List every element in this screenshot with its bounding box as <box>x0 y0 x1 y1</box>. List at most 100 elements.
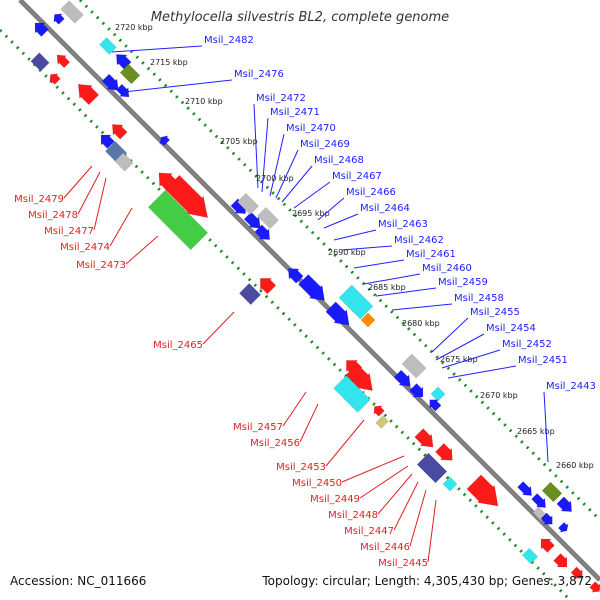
forward-gene-label[interactable]: Msil_2454 <box>486 323 536 334</box>
gene-shape <box>243 211 261 229</box>
gene-feature <box>540 512 553 525</box>
forward-gene-label[interactable]: Msil_2463 <box>378 219 428 230</box>
gene-shape <box>325 301 350 326</box>
gene-feature <box>393 369 411 387</box>
forward-gene-label[interactable]: Msil_2467 <box>332 171 382 182</box>
forward-label-leader <box>431 317 469 353</box>
reverse-gene-label[interactable]: Msil_2446 <box>360 542 410 553</box>
forward-gene-label[interactable]: Msil_2472 <box>256 93 306 104</box>
gene-shape <box>237 193 259 215</box>
gene-feature <box>557 521 569 533</box>
forward-gene-label[interactable]: Msil_2482 <box>204 35 254 46</box>
forward-gene-label[interactable]: Msil_2466 <box>346 187 396 198</box>
gene-shape <box>56 54 71 69</box>
gene-feature <box>517 481 532 496</box>
gene-shape <box>147 189 209 251</box>
gene-shape <box>521 547 539 565</box>
gene-feature <box>373 405 385 417</box>
forward-label-leader <box>253 103 259 189</box>
reverse-gene-labels: Msil_2479Msil_2478Msil_2477Msil_2474Msil… <box>14 165 437 569</box>
gene-feature <box>100 134 115 149</box>
reverse-gene-label[interactable]: Msil_2445 <box>378 558 428 569</box>
scale-tick-label: 2660 kbp <box>556 461 594 470</box>
forward-gene-label[interactable]: Msil_2464 <box>360 203 410 214</box>
gene-feature <box>430 386 446 402</box>
gene-feature <box>260 278 277 295</box>
reverse-gene-label[interactable]: Msil_2456 <box>250 438 300 449</box>
forward-label-leader <box>447 365 517 379</box>
forward-gene-label[interactable]: Msil_2460 <box>422 263 472 274</box>
forward-gene-label[interactable]: Msil_2462 <box>394 235 444 246</box>
gene-feature <box>56 54 71 69</box>
gene-shape <box>375 415 389 429</box>
gene-shape <box>119 63 141 85</box>
gene-feature <box>414 428 434 448</box>
gene-feature <box>401 353 427 379</box>
gene-feature <box>30 52 50 72</box>
gene-feature <box>333 375 371 413</box>
forward-gene-label[interactable]: Msil_2476 <box>234 69 284 80</box>
reverse-gene-label[interactable]: Msil_2474 <box>60 242 110 253</box>
forward-gene-label[interactable]: Msil_2469 <box>300 139 350 150</box>
gene-shape <box>115 83 130 98</box>
scale-tick-label: 2715 kbp <box>150 58 188 67</box>
reverse-gene-label[interactable]: Msil_2448 <box>328 510 378 521</box>
reverse-gene-label[interactable]: Msil_2478 <box>28 210 78 221</box>
reverse-gene-label[interactable]: Msil_2473 <box>76 260 126 271</box>
gene-feature <box>147 189 209 251</box>
gene-shape <box>159 135 171 147</box>
forward-label-leader <box>341 245 393 251</box>
upper-guide-line <box>78 0 600 522</box>
reverse-label-leader <box>202 311 235 345</box>
forward-gene-label[interactable]: Msil_2461 <box>406 249 456 260</box>
forward-gene-label[interactable]: Msil_2468 <box>314 155 364 166</box>
forward-gene-label[interactable]: Msil_2443 <box>546 381 596 392</box>
gene-shape <box>393 369 411 387</box>
forward-gene-label[interactable]: Msil_2451 <box>518 355 568 366</box>
gene-shape <box>466 474 499 507</box>
gene-feature <box>531 493 546 508</box>
scale-tick-label: 2720 kbp <box>115 23 153 32</box>
gene-feature <box>298 274 325 301</box>
gene-shape <box>435 443 453 461</box>
gene-shape <box>409 383 424 398</box>
forward-gene-label[interactable]: Msil_2458 <box>454 293 504 304</box>
gene-shape <box>77 83 100 106</box>
forward-label-leader <box>375 287 437 297</box>
forward-label-leader <box>275 149 299 199</box>
gene-shape <box>239 283 261 305</box>
gene-feature <box>553 553 568 568</box>
reverse-label-leader <box>325 419 365 467</box>
gene-shape <box>288 268 304 284</box>
reverse-gene-label[interactable]: Msil_2465 <box>153 340 203 351</box>
forward-label-leader <box>333 229 377 241</box>
gene-feature <box>115 83 130 98</box>
reverse-gene-label[interactable]: Msil_2447 <box>344 526 394 537</box>
forward-gene-label[interactable]: Msil_2452 <box>502 339 552 350</box>
reverse-label-leader <box>393 481 419 531</box>
reverse-gene-label[interactable]: Msil_2453 <box>276 462 326 473</box>
gene-shape <box>414 428 434 448</box>
forward-gene-label[interactable]: Msil_2470 <box>286 123 336 134</box>
reverse-gene-label[interactable]: Msil_2457 <box>233 422 283 433</box>
forward-gene-label[interactable]: Msil_2471 <box>270 107 320 118</box>
gene-shape <box>541 481 563 503</box>
gene-feature <box>159 135 171 147</box>
forward-gene-label[interactable]: Msil_2455 <box>470 307 520 318</box>
gene-shape <box>254 224 270 240</box>
scale-tick-label: 2685 kbp <box>368 283 406 292</box>
forward-label-leader <box>281 165 313 203</box>
gene-shape <box>338 284 374 320</box>
reverse-gene-label[interactable]: Msil_2479 <box>14 194 64 205</box>
gene-shape <box>540 538 555 553</box>
gene-shape <box>164 174 208 218</box>
reverse-gene-label[interactable]: Msil_2477 <box>44 226 94 237</box>
forward-label-leader <box>111 45 203 53</box>
gene-shape <box>429 399 442 412</box>
reverse-gene-label[interactable]: Msil_2450 <box>292 478 342 489</box>
forward-gene-label[interactable]: Msil_2459 <box>438 277 488 288</box>
gene-shape <box>442 476 458 492</box>
reverse-gene-label[interactable]: Msil_2449 <box>310 494 360 505</box>
